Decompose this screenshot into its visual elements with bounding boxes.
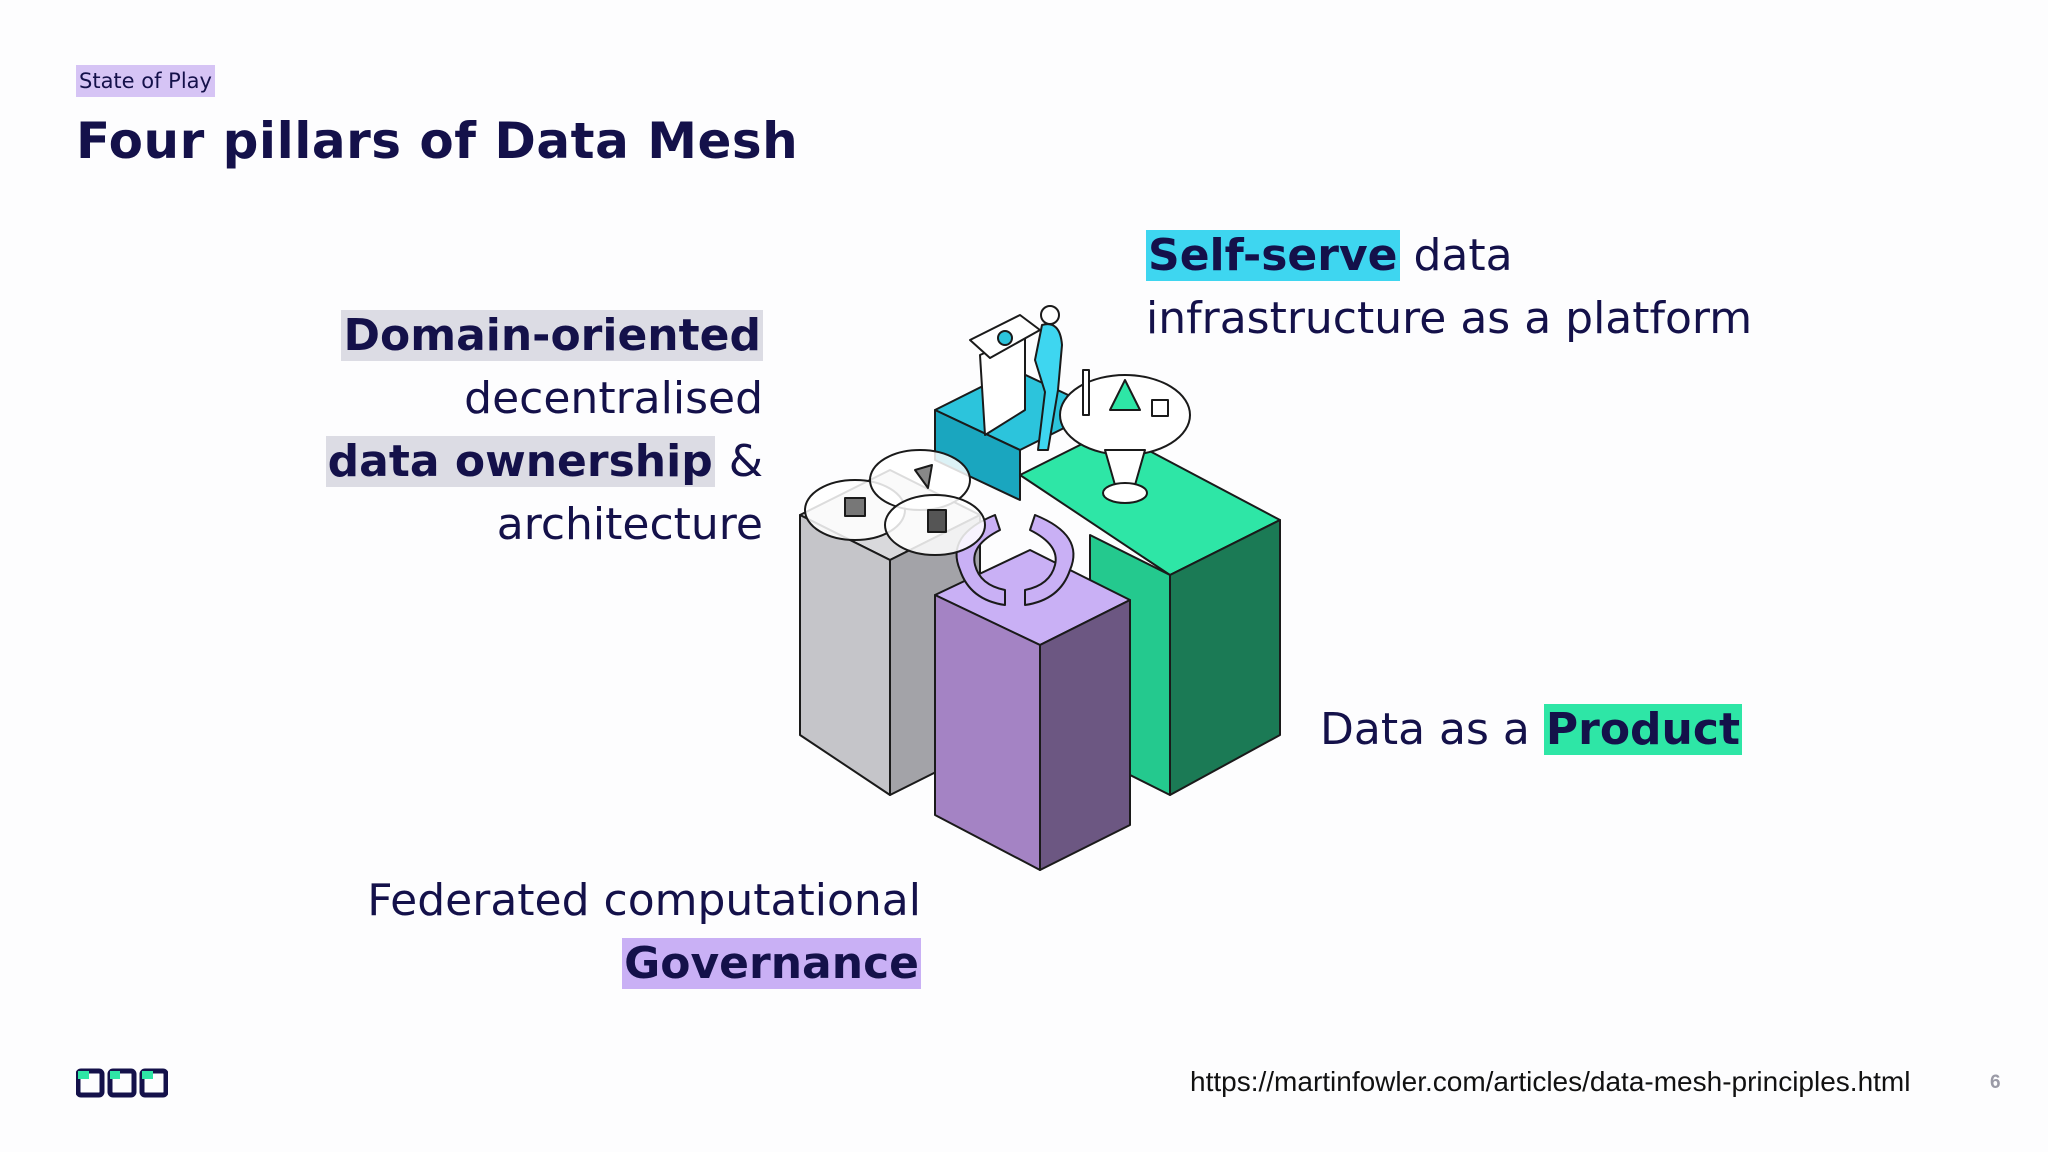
purple-pillar-right — [1039, 599, 1131, 871]
product-prefix: Data as a — [1320, 704, 1544, 755]
source-link[interactable]: https://martinfowler.com/articles/data-m… — [1190, 1066, 1911, 1097]
selfserve-line2: infrastructure as a platform — [1146, 293, 1753, 344]
selfserve-bold-label: Self-serve — [1146, 230, 1400, 281]
domain-pillar-text: Domain-oriented decentralised data owner… — [325, 304, 763, 556]
green-pillar-right — [1169, 519, 1281, 796]
governance-pillar-text: Federated computational Governance — [367, 869, 921, 995]
ownership-bold-label: data ownership — [325, 436, 715, 487]
product-bold-label: Product — [1543, 704, 1742, 755]
funnel-icon — [1059, 369, 1191, 504]
governance-bold-label: Governance — [622, 938, 921, 989]
product-pillar-text: Data as a Product — [1320, 698, 1742, 761]
selfserve-pillar-text: Self-serve data infrastructure as a plat… — [1146, 224, 1752, 350]
person-at-podium-icon — [969, 305, 1063, 451]
page-title: Four pillars of Data Mesh — [76, 112, 799, 170]
company-logo — [76, 1068, 168, 1098]
data-mesh-pillars-illustration — [799, 305, 1281, 871]
venn-circles-icon — [804, 449, 986, 556]
domain-line2: decentralised — [464, 373, 763, 424]
section-tag: State of Play — [76, 65, 215, 97]
domain-bold-label: Domain-oriented — [341, 310, 763, 361]
governance-line1: Federated computational — [367, 875, 921, 926]
domain-line4: architecture — [496, 499, 763, 550]
selfserve-rest: data — [1399, 230, 1513, 281]
page-number: 6 — [1990, 1072, 2001, 1093]
grey-pillar-left — [799, 514, 891, 796]
ampersand: & — [714, 436, 763, 487]
